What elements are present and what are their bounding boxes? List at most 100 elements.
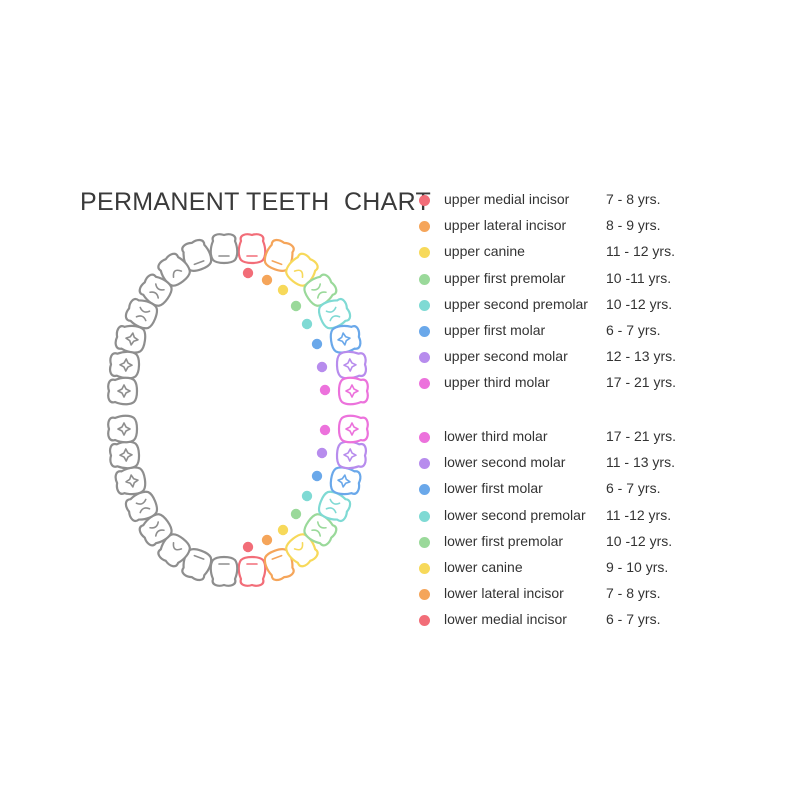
legend-row: upper canine 11 - 12 yrs. <box>416 240 716 266</box>
legend-eruption-age: 12 - 13 yrs. <box>606 348 677 365</box>
legend-color-dot <box>419 326 430 337</box>
lower-left-medial-incisor-tooth <box>209 555 239 587</box>
legend-row: lower second molar 11 - 13 yrs. <box>416 451 716 477</box>
lower-left-first-molar-tooth <box>114 466 147 496</box>
tooth-marker-dot <box>311 470 323 482</box>
lower-left-second-molar-tooth <box>109 440 141 470</box>
legend-row: lower canine 9 - 10 yrs. <box>416 556 716 582</box>
legend-eruption-age: 6 - 7 yrs. <box>606 611 661 628</box>
legend-eruption-age: 6 - 7 yrs. <box>606 480 661 497</box>
tooth-marker-dot <box>277 284 289 296</box>
legend-color-dot <box>419 458 430 470</box>
tooth-marker-dots <box>242 267 331 553</box>
legend-eruption-age: 9 - 10 yrs. <box>606 559 669 575</box>
legend-tooth-name: lower second molar <box>444 454 566 471</box>
tooth-marker-dot <box>319 424 331 436</box>
teeth-group <box>107 233 369 587</box>
legend-row: lower medial incisor 6 - 7 yrs. <box>416 608 716 634</box>
legend-tooth-name: upper first molar <box>444 322 546 338</box>
legend-row: upper second molar 12 - 13 yrs. <box>416 345 716 371</box>
legend-row: upper first premolar 10 -11 yrs. <box>416 267 716 293</box>
legend-eruption-age: 7 - 8 yrs. <box>606 585 661 602</box>
upper-right-second-molar-tooth <box>335 350 367 380</box>
upper-left-first-molar-tooth <box>114 324 147 354</box>
legend-row: upper medial incisor 7 - 8 yrs. <box>416 188 716 214</box>
legend-eruption-age: 17 - 21 yrs. <box>606 374 677 391</box>
legend-tooth-name: lower first molar <box>444 480 543 497</box>
legend-tooth-name: upper first premolar <box>444 269 566 286</box>
legend-tooth-name: lower lateral incisor <box>444 585 564 602</box>
tooth-marker-dot <box>277 524 289 536</box>
lower-right-first-premolar-tooth <box>303 513 338 547</box>
tooth-marker-dot <box>311 338 323 350</box>
tooth-marker-dot <box>301 318 313 330</box>
legend-color-dot <box>419 247 430 259</box>
chart-title: PERMANENT TEETH CHART <box>80 188 432 216</box>
lower-right-third-molar-tooth <box>337 414 369 444</box>
legend-eruption-age: 8 - 9 yrs. <box>606 217 661 234</box>
legend-color-dot <box>419 563 430 574</box>
legend-tooth-name: upper second premolar <box>444 295 588 312</box>
legend-eruption-age: 11 -12 yrs. <box>606 506 672 523</box>
upper-left-third-molar-tooth <box>107 376 139 406</box>
upper-left-medial-incisor-tooth <box>209 233 239 265</box>
legend-color-dot <box>419 432 430 443</box>
legend-tooth-name: upper medial incisor <box>444 191 570 207</box>
legend-color-dot <box>419 352 430 364</box>
tooth-marker-dot <box>316 447 328 459</box>
legend-tooth-name: lower second premolar <box>444 506 586 523</box>
legend-eruption-age: 11 - 12 yrs. <box>606 243 675 260</box>
legend-color-dot <box>419 510 430 522</box>
upper-left-first-premolar-tooth <box>138 273 173 307</box>
legend-color-dot <box>419 299 430 311</box>
legend-eruption-age: 10 -12 yrs. <box>606 532 673 549</box>
legend-row: upper first molar 6 - 7 yrs. <box>416 319 716 345</box>
legend-eruption-age: 6 - 7 yrs. <box>606 322 661 338</box>
legend-eruption-age: 10 -11 yrs. <box>606 269 672 286</box>
lower-right-first-molar-tooth <box>329 466 362 496</box>
tooth-marker-dot <box>319 384 331 396</box>
tooth-marker-dot <box>242 541 254 553</box>
upper-left-second-premolar-tooth <box>124 297 158 330</box>
tooth-marker-dot <box>301 490 313 502</box>
lower-right-second-premolar-tooth <box>318 490 352 523</box>
legend-color-dot <box>419 589 430 601</box>
upper-left-second-molar-tooth <box>109 350 141 380</box>
tooth-marker-dot <box>261 274 273 286</box>
legend-color-dot <box>419 221 430 233</box>
legend-color-dot <box>419 536 430 548</box>
lower-left-lateral-incisor-tooth <box>181 548 213 582</box>
legend-tooth-name: upper second molar <box>444 348 568 365</box>
legend-row: upper lateral incisor 8 - 9 yrs. <box>416 214 716 240</box>
legend-color-dot <box>419 484 430 496</box>
tooth-marker-dot <box>261 534 273 546</box>
legend-tooth-name: lower third molar <box>444 428 548 444</box>
legend-row: lower first molar 6 - 7 yrs. <box>416 477 716 503</box>
lower-right-canine-tooth <box>285 533 319 568</box>
legend-tooth-name: lower medial incisor <box>444 611 567 628</box>
legend-row: lower lateral incisor 7 - 8 yrs. <box>416 582 716 608</box>
tooth-marker-dot <box>290 300 302 312</box>
legend-row: lower third molar 17 - 21 yrs. <box>416 425 716 451</box>
legend-color-dot <box>419 378 430 390</box>
legend-tooth-name: lower canine <box>444 559 523 575</box>
lower-left-third-molar-tooth <box>107 414 139 444</box>
upper-right-third-molar-tooth <box>337 376 369 406</box>
legend-row: lower second premolar 11 -12 yrs. <box>416 504 716 530</box>
tooth-marker-dot <box>290 508 302 520</box>
legend-color-dot <box>419 273 430 285</box>
legend-eruption-age: 17 - 21 yrs. <box>606 428 677 444</box>
upper-right-first-molar-tooth <box>329 324 362 354</box>
legend-tooth-name: upper canine <box>444 243 525 260</box>
legend-tooth-name: upper lateral incisor <box>444 217 567 234</box>
legend-eruption-age: 11 - 13 yrs. <box>606 454 675 471</box>
legend-eruption-age: 7 - 8 yrs. <box>606 191 661 207</box>
lower-right-medial-incisor-tooth <box>237 555 267 587</box>
upper-right-medial-incisor-tooth <box>237 233 267 265</box>
tooth-marker-dot <box>242 267 254 279</box>
lower-right-second-molar-tooth <box>335 440 367 470</box>
